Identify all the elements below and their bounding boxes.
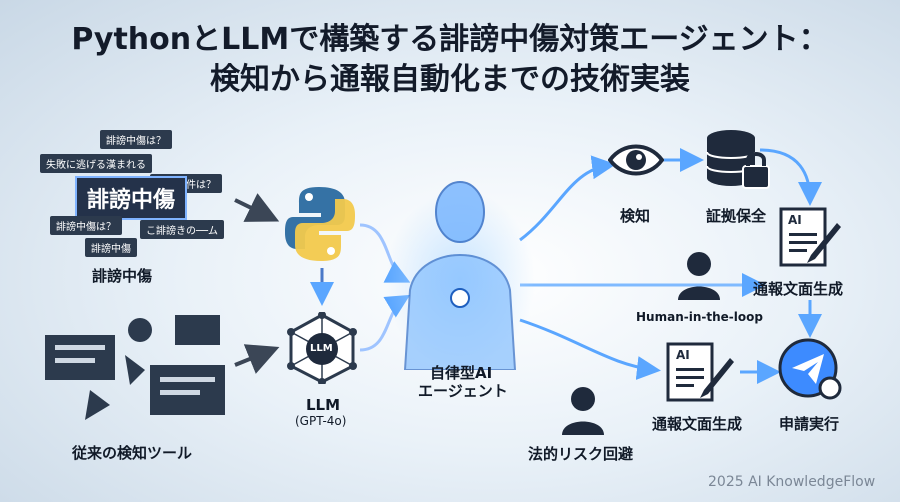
- broken-shard-icon: [85, 318, 152, 420]
- defamation-tag: 誹謗中傷は？: [100, 130, 172, 149]
- doc-badge-bottom: AI: [676, 348, 690, 362]
- doc-badge-top: AI: [788, 213, 802, 227]
- llm-model-label: (GPT-4o): [295, 414, 347, 428]
- evidence-label: 証拠保全: [706, 207, 767, 225]
- ai-document-icon: [666, 342, 734, 402]
- defamation-tag: 誹謗中傷は？: [50, 216, 122, 235]
- title-line-1: PythonとLLMで構築する誹謗中傷対策エージェント：: [71, 22, 829, 57]
- legacy-tools-label: 従来の検知ツール: [72, 444, 193, 462]
- legal-risk-label: 法的リスク回避: [528, 445, 634, 463]
- arrow-agent-to-detect: [519, 155, 616, 242]
- arrow-defamation-to-python: [234, 193, 280, 222]
- llm-badge-text: LLM: [310, 343, 333, 354]
- database-lock-icon: [706, 130, 770, 189]
- arrow-agent-to-report-bottom: [519, 318, 661, 380]
- footer-credit: 2025 AI KnowledgeFlow: [708, 474, 876, 490]
- defamation-tag: 失敗に逃げる漢まれる: [40, 154, 152, 173]
- agent-label-line-2: エージェント: [418, 382, 508, 400]
- defamation-label: 誹謗中傷: [92, 267, 153, 285]
- speech-bubble-icon: [175, 315, 220, 345]
- llm-label: LLM: [306, 396, 341, 414]
- defamation-main-tag: 誹謗中傷: [75, 176, 188, 220]
- agent-label-line-1: 自律型AI: [430, 364, 493, 382]
- defamation-tag: 誹謗中傷: [85, 238, 137, 257]
- legacy-tools-illustration: [45, 315, 225, 420]
- arrow-legacy-to-llm: [234, 344, 280, 374]
- eye-icon: [608, 144, 664, 176]
- human-in-the-loop-label: Human-in-the-loop: [636, 310, 763, 324]
- person-icon: [562, 387, 604, 435]
- defamation-tag: こ誹謗きの──ム: [140, 220, 225, 239]
- report-gen-label-bottom: 通報文面生成: [652, 415, 743, 433]
- ai-agent-robot-icon: [385, 181, 535, 370]
- ai-document-icon: [779, 207, 841, 267]
- speech-bubble-icon: [45, 335, 115, 380]
- detect-label: 検知: [620, 207, 651, 225]
- llm-network-icon: [287, 312, 357, 384]
- send-application-icon: [778, 338, 842, 400]
- python-logo-icon: [285, 187, 355, 261]
- title-line-2: 検知から通報自動化までの技術実装: [210, 62, 690, 97]
- person-icon: [678, 252, 720, 300]
- report-gen-label-top: 通報文面生成: [753, 280, 844, 298]
- arrow-evidence-to-report: [759, 148, 822, 206]
- defamation-cluster: 誹謗中傷は？ 失敗に逃げる漢まれる 誹謗事件は？ 誹謗中傷 誹謗中傷は？ こ誹謗…: [30, 120, 240, 260]
- speech-bubble-icon: [150, 365, 225, 415]
- apply-label: 申請実行: [779, 415, 840, 433]
